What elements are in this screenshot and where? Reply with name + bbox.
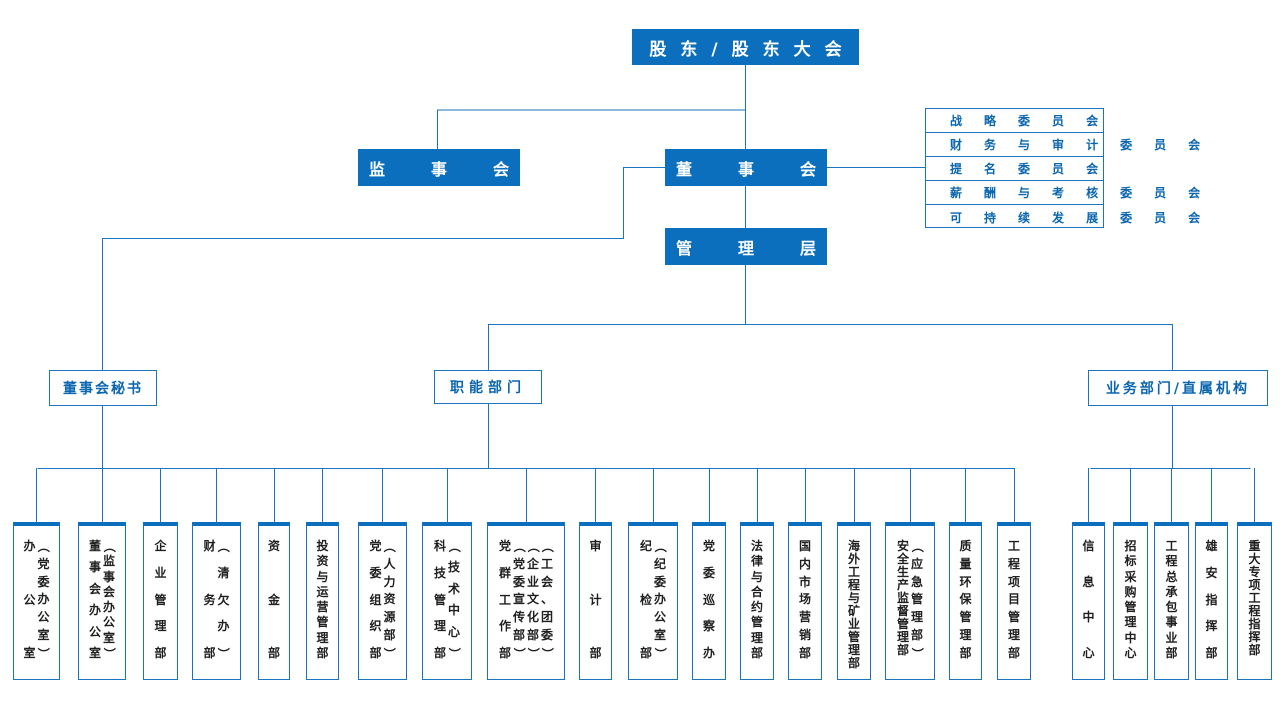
department-text-column: （企业文化部） <box>526 540 541 660</box>
dept-domestic-market: 国内市场营销部 <box>788 522 822 680</box>
shareholders-node: 股东/股东大会 <box>632 29 859 65</box>
department-text-column: （工会、团委） <box>540 540 555 660</box>
department-text-column: 信息中心 <box>1082 539 1095 660</box>
department-text-column: 办公室 <box>23 539 36 660</box>
department-text-column: 国内市场营销部 <box>798 539 811 660</box>
dept-major-projects: 重大专项工程指挥部 <box>1237 522 1272 680</box>
management-node: 管理层 <box>665 228 827 265</box>
dept-board-office: 董事会办公室（监事会办公室） <box>78 522 126 680</box>
department-text-column: （技术中心） <box>447 540 462 660</box>
department-text-column: 工程总承包事业部 <box>1165 539 1178 660</box>
supervisory-board-label: 监事会 <box>368 159 555 179</box>
committee-finance-audit: 财务与审计委员会 <box>926 133 1200 157</box>
dept-overseas: 海外工程与矿业管理部 <box>837 522 871 680</box>
department-text-column: （监事会办公室） <box>102 540 117 660</box>
dept-tech: 科技管理部（技术中心） <box>422 522 472 680</box>
dept-epc: 工程总承包事业部 <box>1154 522 1189 680</box>
dept-legal: 法律与合约管理部 <box>740 522 774 680</box>
department-text-column: （纪委办公室） <box>653 540 668 660</box>
department-text-column: （党委办公室） <box>36 540 51 660</box>
dept-procurement: 招标采购管理中心 <box>1113 522 1148 680</box>
dept-discipline: 纪检部（纪委办公室） <box>628 522 678 680</box>
shareholders-label: 股东/股东大会 <box>649 39 856 60</box>
committee-sustainability: 可持续发展委员会 <box>926 205 1200 229</box>
dept-party-mass: 党群工作部（党委宣传部）（企业文化部）（工会、团委） <box>487 522 565 680</box>
dept-office: 办公室（党委办公室） <box>13 522 60 680</box>
committees-box: 战略委员会 财务与审计委员会 提名委员会 薪酬与考核委员会 可持续发展委员会 <box>925 108 1200 229</box>
dept-xiongan: 雄安指挥部 <box>1195 522 1228 680</box>
supervisory-board-node: 监事会 <box>358 149 520 186</box>
committee-label: 薪酬与考核委员会 <box>950 186 1201 200</box>
department-text-column: （应急管理部） <box>910 540 925 660</box>
department-text-column: 招标采购管理中心 <box>1124 539 1137 660</box>
dept-capital: 资金部 <box>258 522 290 680</box>
business-units-node: 业务部门/直属机构 <box>1088 370 1268 406</box>
dept-quality: 质量环保管理部 <box>949 522 982 680</box>
department-text-column: （清欠办） <box>216 540 231 660</box>
committee-label: 提名委员会 <box>950 162 1099 176</box>
dept-info-center: 信息中心 <box>1072 522 1105 680</box>
dept-project: 工程项目管理部 <box>997 522 1031 680</box>
dept-audit: 审计部 <box>579 522 612 680</box>
committee-compensation: 薪酬与考核委员会 <box>926 181 1200 205</box>
dept-enterprise-mgmt: 企业管理部 <box>143 522 178 680</box>
department-text-column: 安全生产监督管理部 <box>896 539 909 657</box>
board-secretary-label: 董事会秘书 <box>63 381 143 397</box>
department-text-column: 投资与运营管理部 <box>316 539 329 660</box>
management-label: 管理层 <box>675 238 862 258</box>
committee-nomination: 提名委员会 <box>926 157 1103 181</box>
department-text-column: 审计部 <box>589 539 602 660</box>
board-secretary-node: 董事会秘书 <box>49 370 157 406</box>
dept-finance: 财务部（清欠办） <box>192 522 241 680</box>
department-text-column: 工程项目管理部 <box>1007 539 1020 660</box>
committee-label: 可持续发展委员会 <box>950 210 1201 225</box>
department-text-column: 法律与合约管理部 <box>750 539 763 660</box>
functional-departments-node: 职能部门 <box>434 370 542 404</box>
department-text-column: 党委组织部 <box>369 539 382 660</box>
committee-label: 战略委员会 <box>950 114 1099 128</box>
department-text-column: （党委宣传部） <box>512 540 527 660</box>
board-node: 董事会 <box>665 149 827 186</box>
department-text-column: 质量环保管理部 <box>959 539 972 660</box>
department-text-column: 党群工作部 <box>498 539 511 660</box>
department-text-column: 海外工程与矿业管理部 <box>847 539 860 670</box>
department-text-column: 董事会办公室 <box>88 539 101 660</box>
board-label: 董事会 <box>675 159 862 179</box>
department-text-column: 重大专项工程指挥部 <box>1248 539 1261 657</box>
department-text-column: 党委巡察办 <box>702 539 715 660</box>
dept-org: 党委组织部（人力资源部） <box>358 522 407 680</box>
functional-departments-label: 职能部门 <box>450 380 526 396</box>
business-units-label: 业务部门/直属机构 <box>1105 381 1251 397</box>
department-text-column: 雄安指挥部 <box>1205 539 1218 660</box>
department-text-column: 企业管理部 <box>154 539 167 660</box>
committee-label: 财务与审计委员会 <box>950 138 1201 152</box>
department-text-column: 资金部 <box>267 539 280 660</box>
department-text-column: 纪检部 <box>639 539 652 660</box>
dept-investment: 投资与运营管理部 <box>306 522 339 680</box>
dept-inspection: 党委巡察办 <box>692 522 726 680</box>
dept-safety: 安全生产监督管理部（应急管理部） <box>885 522 935 680</box>
department-text-column: 财务部 <box>203 539 216 660</box>
department-text-column: （人力资源部） <box>382 540 397 660</box>
department-text-column: 科技管理部 <box>433 539 446 660</box>
committee-strategy: 战略委员会 <box>926 109 1103 133</box>
